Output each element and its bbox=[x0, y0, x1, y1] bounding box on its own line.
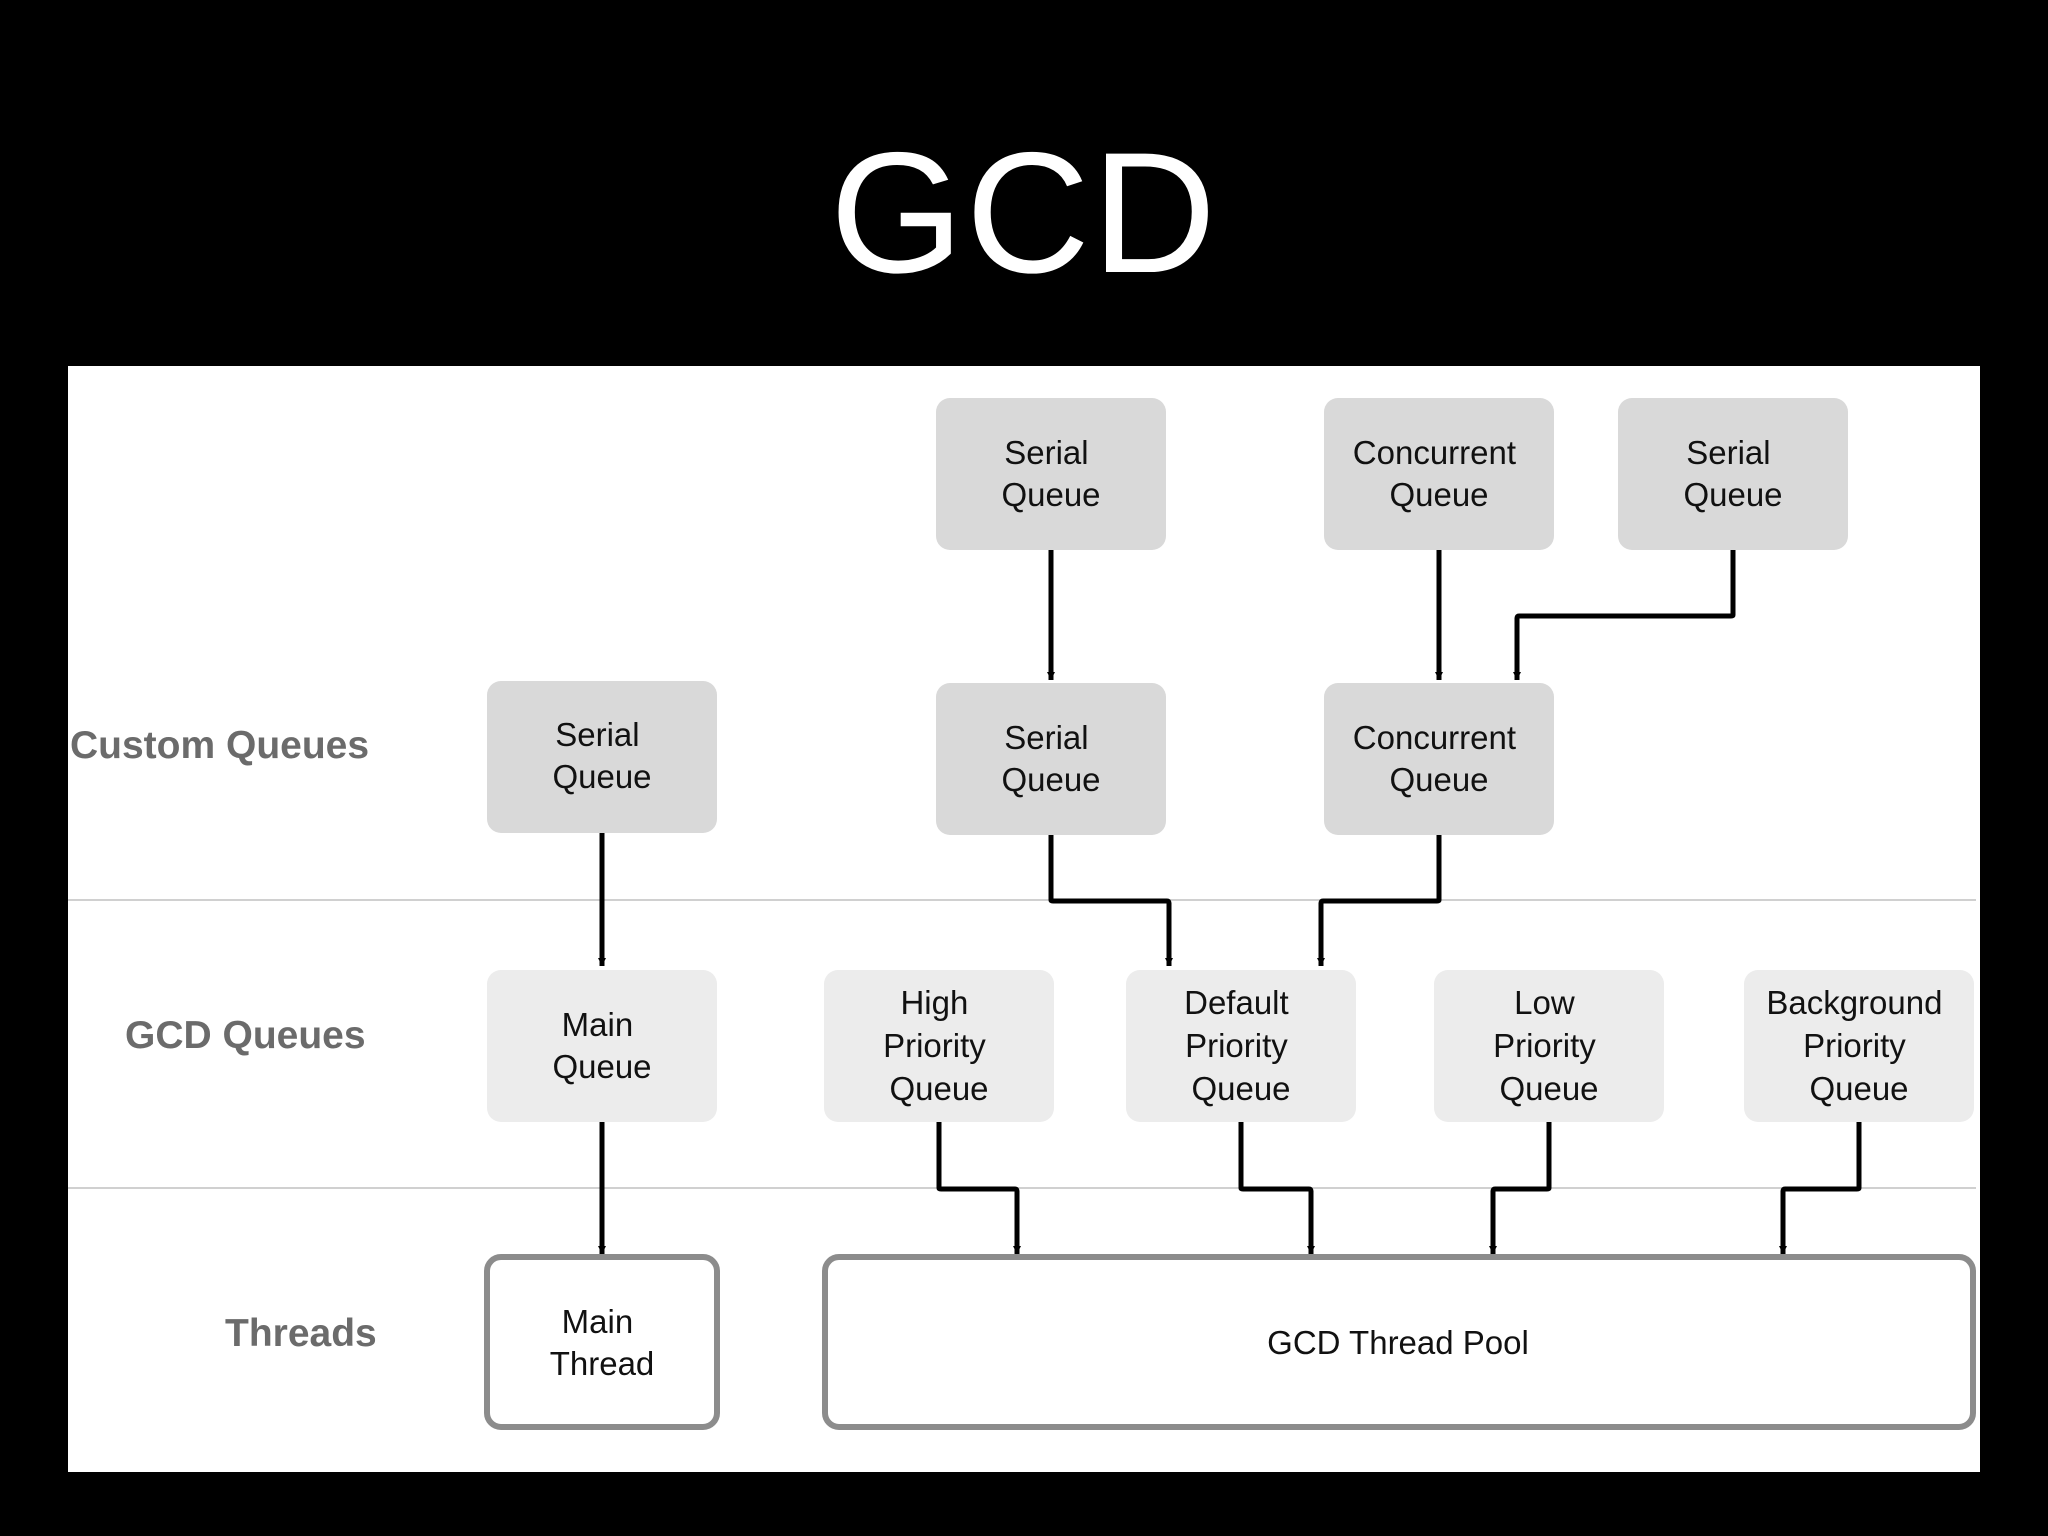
diagram-panel: Custom Queues GCD Queues Threads bbox=[68, 366, 1980, 1472]
box-label-line: Queue bbox=[552, 1048, 651, 1085]
main-thread: Main Thread bbox=[484, 1254, 720, 1430]
box bbox=[1618, 398, 1848, 550]
svg-text:Main Queue: Main Queue bbox=[552, 1006, 651, 1085]
arrow-background-to-pool bbox=[1779, 1122, 1862, 1254]
box bbox=[936, 398, 1166, 550]
box-label-line: Priority bbox=[883, 1027, 986, 1064]
arrow-default-to-pool bbox=[1238, 1122, 1315, 1254]
box bbox=[822, 1254, 1976, 1430]
connectors bbox=[598, 550, 1862, 1254]
arrow-high-to-pool bbox=[936, 1122, 1021, 1254]
box bbox=[1324, 398, 1554, 550]
arrow-serial-to-concurrent bbox=[1513, 550, 1736, 680]
box-label-line: High bbox=[900, 984, 968, 1021]
gcd-main-queue: Main Queue bbox=[487, 970, 717, 1122]
row-label-custom-queues: Custom Queues bbox=[70, 724, 369, 767]
arrow-low-to-pool bbox=[1489, 1122, 1552, 1254]
box-label-line: Queue bbox=[889, 1070, 988, 1107]
arrow-concurrent-mid-to-default bbox=[1317, 835, 1442, 966]
box-label-line: Main bbox=[562, 1303, 634, 1340]
box-label-line: Queue bbox=[1001, 476, 1100, 513]
row-label-threads: Threads bbox=[225, 1312, 377, 1355]
box-label-line: Queue bbox=[1499, 1070, 1598, 1107]
box-label-line: Queue bbox=[1389, 761, 1488, 798]
custom-concurrent-queue-top: Concurrent Queue bbox=[1324, 398, 1554, 550]
gcd-high-priority-queue: High Priority Queue bbox=[824, 970, 1054, 1122]
box-label-line: Thread bbox=[550, 1345, 655, 1382]
box bbox=[487, 970, 717, 1122]
gcd-background-priority-queue: Background Priority Queue bbox=[1744, 970, 1974, 1122]
gcd-thread-pool: GCD Thread Pool bbox=[822, 1254, 1976, 1430]
svg-text:Serial Queue: Serial Queue bbox=[1001, 434, 1100, 513]
box-label-line: Main bbox=[562, 1006, 634, 1043]
custom-serial-queue-left: Serial Queue bbox=[487, 681, 717, 833]
box-label-line: Queue bbox=[1809, 1070, 1908, 1107]
box bbox=[1324, 683, 1554, 835]
svg-text:Background Priority: Background Priority Queue bbox=[1766, 984, 1951, 1107]
box-label-line: Priority bbox=[1803, 1027, 1906, 1064]
box bbox=[824, 970, 1054, 1122]
gcd-low-priority-queue: Low Priority Queue bbox=[1434, 970, 1664, 1122]
box bbox=[936, 683, 1166, 835]
svg-text:Low Priority: Low Priority Queue bbox=[1493, 984, 1605, 1107]
box-label-line: Serial bbox=[555, 716, 639, 753]
svg-text:High Priority: High Priority Queue bbox=[883, 984, 995, 1107]
slide-title: GCD bbox=[829, 117, 1219, 309]
box-label-line: Background bbox=[1766, 984, 1942, 1021]
box-label-line: Low bbox=[1514, 984, 1575, 1021]
box bbox=[1744, 970, 1974, 1122]
box-label-line: Queue bbox=[552, 758, 651, 795]
custom-serial-queue-top-b: Serial Queue bbox=[1618, 398, 1848, 550]
custom-serial-queue-top-a: Serial Queue bbox=[936, 398, 1166, 550]
box-label-line: Queue bbox=[1191, 1070, 1290, 1107]
box-label-line: Concurrent bbox=[1353, 434, 1516, 471]
svg-text:Main Thread: Main Thread bbox=[550, 1303, 655, 1382]
box-label-line: Serial bbox=[1686, 434, 1770, 471]
svg-text:GCD Thread Pool: GCD Thread Pool bbox=[1267, 1324, 1529, 1361]
box bbox=[484, 1254, 720, 1430]
gcd-default-priority-queue: Default Priority Queue bbox=[1126, 970, 1356, 1122]
box-label-line: Concurrent bbox=[1353, 719, 1516, 756]
box bbox=[1126, 970, 1356, 1122]
svg-text:Concurrent Queue: Concurrent Queue bbox=[1353, 719, 1525, 798]
box-label-line: Serial bbox=[1004, 434, 1088, 471]
arrow-serial-mid-to-default bbox=[1048, 835, 1173, 966]
custom-serial-queue-mid: Serial Queue bbox=[936, 683, 1166, 835]
svg-text:Default Priority: Default Priority Queue bbox=[1184, 984, 1298, 1107]
box-label-line: Priority bbox=[1493, 1027, 1596, 1064]
svg-text:Concurrent Queue: Concurrent Queue bbox=[1353, 434, 1525, 513]
svg-text:Serial Queue: Serial Queue bbox=[1683, 434, 1782, 513]
box bbox=[1434, 970, 1664, 1122]
box-label-line: Queue bbox=[1683, 476, 1782, 513]
row-label-gcd-queues: GCD Queues bbox=[125, 1014, 366, 1057]
box-label-line: GCD Thread Pool bbox=[1267, 1324, 1529, 1361]
box-label-line: Priority bbox=[1185, 1027, 1288, 1064]
box-label-line: Default bbox=[1184, 984, 1289, 1021]
box-label-line: Serial bbox=[1004, 719, 1088, 756]
box bbox=[487, 681, 717, 833]
svg-text:Serial Queue: Serial Queue bbox=[1001, 719, 1100, 798]
gcd-diagram: Custom Queues GCD Queues Threads bbox=[68, 398, 1976, 1430]
svg-text:Serial Queue: Serial Queue bbox=[552, 716, 651, 795]
box-label-line: Queue bbox=[1001, 761, 1100, 798]
custom-concurrent-queue-mid: Concurrent Queue bbox=[1324, 683, 1554, 835]
box-label-line: Queue bbox=[1389, 476, 1488, 513]
